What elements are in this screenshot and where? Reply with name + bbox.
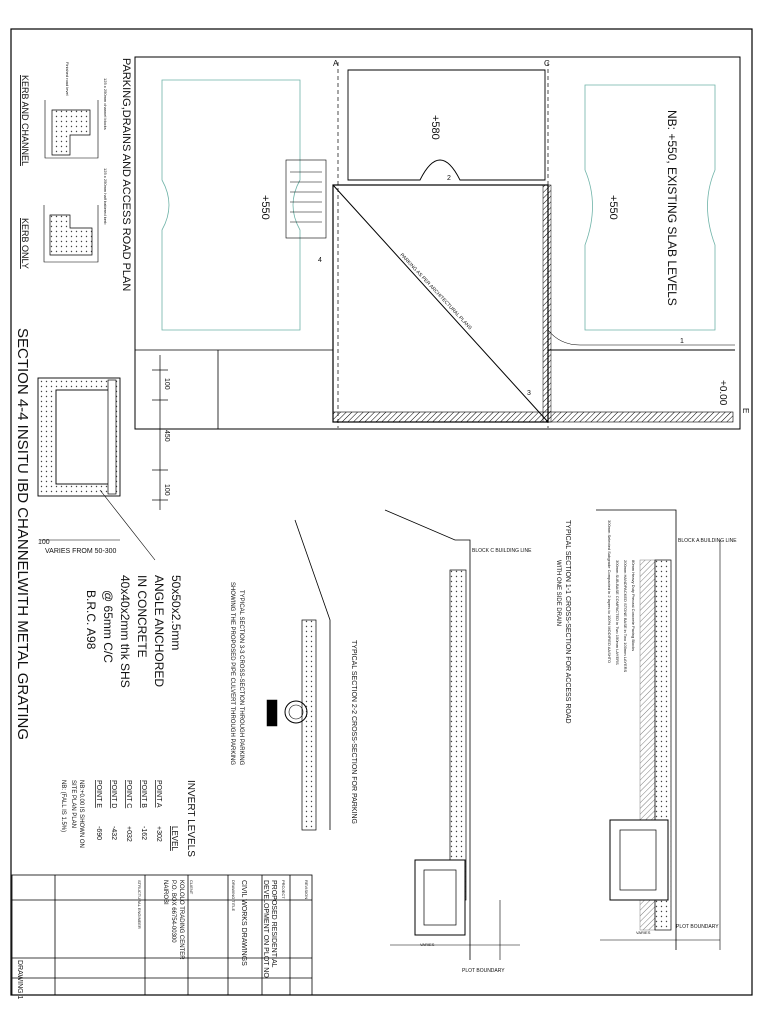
angle-line-0: 50x50x2.5mm bbox=[169, 575, 183, 650]
invert-point-e: POINT E bbox=[95, 780, 102, 808]
section-2-2 bbox=[384, 509, 520, 960]
grid-c: C bbox=[544, 59, 550, 68]
invert-point-b: POINT B bbox=[140, 780, 147, 808]
section-3-3 bbox=[266, 519, 331, 831]
site-plan bbox=[134, 56, 741, 430]
invert-point-d: POINT D bbox=[110, 780, 117, 808]
s3-sub: SHOWING THE PROPOSED PIPE CULVERT THROUG… bbox=[229, 582, 235, 765]
center-block bbox=[347, 69, 546, 181]
kerb-details bbox=[43, 100, 99, 263]
level-right: +550 bbox=[607, 195, 619, 220]
invert-point-c: POINT C bbox=[125, 780, 132, 808]
grid-a: A bbox=[333, 59, 339, 68]
varies-1: VARIES bbox=[636, 930, 651, 935]
kerb-note-top: 125 x 250mm channel blocks bbox=[103, 78, 108, 130]
project-line-2: DEVELOPMENT ON PLOT NO bbox=[262, 880, 269, 978]
s1-title: TYPICAL SECTION 1-1 CROSS-SECTION FOR AC… bbox=[564, 520, 571, 724]
mark-two: 2 bbox=[447, 175, 451, 182]
plot-boundary-1: PLOT BOUNDARY bbox=[676, 924, 719, 930]
plot-boundary-2: PLOT BOUNDARY bbox=[462, 968, 505, 974]
dimension-strip bbox=[152, 355, 168, 510]
kerb-note-finished: Finished road level bbox=[65, 62, 70, 96]
plan-frame bbox=[134, 56, 741, 430]
client-line-3: NAIROBI bbox=[162, 880, 168, 905]
title-block bbox=[11, 874, 313, 996]
client-line-2: P.O. BOX 66754-00300 bbox=[170, 880, 176, 943]
mark-three: 3 bbox=[527, 390, 531, 397]
staircase bbox=[285, 159, 327, 239]
s1-sub: WITH ONE SIDE DRAIN bbox=[555, 560, 561, 626]
kerb-only-title: KERB ONLY bbox=[20, 218, 30, 269]
level-road: +0.00 bbox=[717, 380, 728, 406]
diagonal-note: PARKING AS PER ARCHITECTURAL PLANS bbox=[399, 252, 474, 331]
invert-value-d: -432 bbox=[110, 826, 117, 840]
dim-varies: VARIES FROM 50-300 bbox=[45, 548, 117, 555]
block-a: BLOCK A BUILDING LINE bbox=[678, 538, 737, 544]
layer-base: 200mm HANDPACKED STONE BASE in Two 100mm… bbox=[623, 560, 628, 673]
block-c: BLOCK C BUILDING LINE bbox=[472, 548, 532, 554]
angle-line-4: @ 65mm C/C bbox=[101, 590, 115, 663]
parking-diagonal bbox=[332, 184, 549, 423]
section-1-1 bbox=[596, 509, 721, 950]
varies-2: VARIES bbox=[420, 942, 435, 947]
dim-right: 100 bbox=[163, 484, 170, 496]
grid-e: E bbox=[741, 408, 750, 413]
layer-paving: 80mm Heavy Duty Precast Concrete Paving … bbox=[631, 560, 636, 651]
layer-subgrade: 300mm Selected Subgrade Compacted in 2 l… bbox=[607, 520, 612, 663]
label-client: CLIENT bbox=[189, 880, 194, 895]
plan-title: PARKING,DRAINS AND ACCESS ROAD PLAN bbox=[120, 58, 132, 291]
drain-channel-vertical bbox=[542, 184, 552, 423]
dim-bottom: 100 bbox=[38, 539, 50, 546]
invert-level-header: LEVEL bbox=[170, 826, 179, 851]
sheet-border bbox=[10, 28, 753, 996]
kerb-note-mid: 125 x 250mm half battered kerb bbox=[103, 168, 108, 225]
s3-title: TYPICAL SECTION 3-3 CROSS-SECTION THROUG… bbox=[238, 590, 244, 766]
angle-line-3: 40x40x2mm thk SHS bbox=[118, 575, 132, 688]
dim-mid: 450 bbox=[163, 430, 170, 442]
building-outlines bbox=[161, 79, 716, 331]
invert-title: INVERT LEVELS bbox=[185, 780, 196, 857]
invert-note-2: SITE PLAN PLAN bbox=[70, 780, 76, 828]
invert-value-c: +032 bbox=[125, 826, 132, 842]
section-4-4-detail bbox=[37, 377, 156, 561]
client-line-1: KOLOLO TRADING CENTER bbox=[178, 880, 184, 960]
layer-subbase: 300mm SUB-BASE COMPACTED in Two 150mm LA… bbox=[615, 560, 620, 665]
angle-line-5: B.R.C. A98 bbox=[84, 590, 98, 650]
drawing-title: CIVIL WORKS DRAWINGS bbox=[240, 880, 247, 966]
section44-title: SECTION 4-4 INSITU IBD CHANNELWITH METAL… bbox=[14, 328, 31, 740]
angle-line-1: ANGLE ANCHORED bbox=[152, 575, 166, 687]
label-revision: REVISION bbox=[304, 880, 309, 899]
label-drawing: DRAWING TITLE bbox=[231, 880, 236, 911]
level-center: +580 bbox=[429, 115, 441, 140]
mark-four: 4 bbox=[318, 257, 322, 264]
invert-point-a: POINT A bbox=[155, 780, 162, 808]
s2-title: TYPICAL SECTION 2-2 CROSS-SECTION FOR PA… bbox=[350, 640, 357, 824]
drain-channel bbox=[332, 411, 734, 423]
invert-note-1: NB:+0.00 IS SHOWN ON bbox=[78, 780, 84, 848]
invert-value-a: +302 bbox=[155, 826, 162, 842]
angle-line-2: IN CONCRETE bbox=[135, 575, 149, 658]
invert-value-e: -690 bbox=[95, 826, 102, 840]
kerb-channel-title: KERB AND CHANNEL bbox=[20, 75, 30, 166]
drawing-number: DRAWING 1 bbox=[16, 960, 23, 1000]
project-line-1: PROPOSED RESIDENTIAL bbox=[270, 880, 277, 968]
mark-one: 1 bbox=[680, 338, 684, 345]
invert-value-b: -162 bbox=[140, 826, 147, 840]
plan-note: NB: +550, EXISTING SLAB LEVELS bbox=[665, 110, 679, 306]
label-engineer: STRUCTURAL ENGINEER bbox=[137, 880, 142, 929]
dim-left: 100 bbox=[163, 378, 170, 390]
label-project: PROJECT bbox=[281, 880, 286, 899]
invert-note-3: NB: (FALL IS 1.5%) bbox=[60, 780, 66, 832]
level-left: +550 bbox=[259, 195, 271, 220]
